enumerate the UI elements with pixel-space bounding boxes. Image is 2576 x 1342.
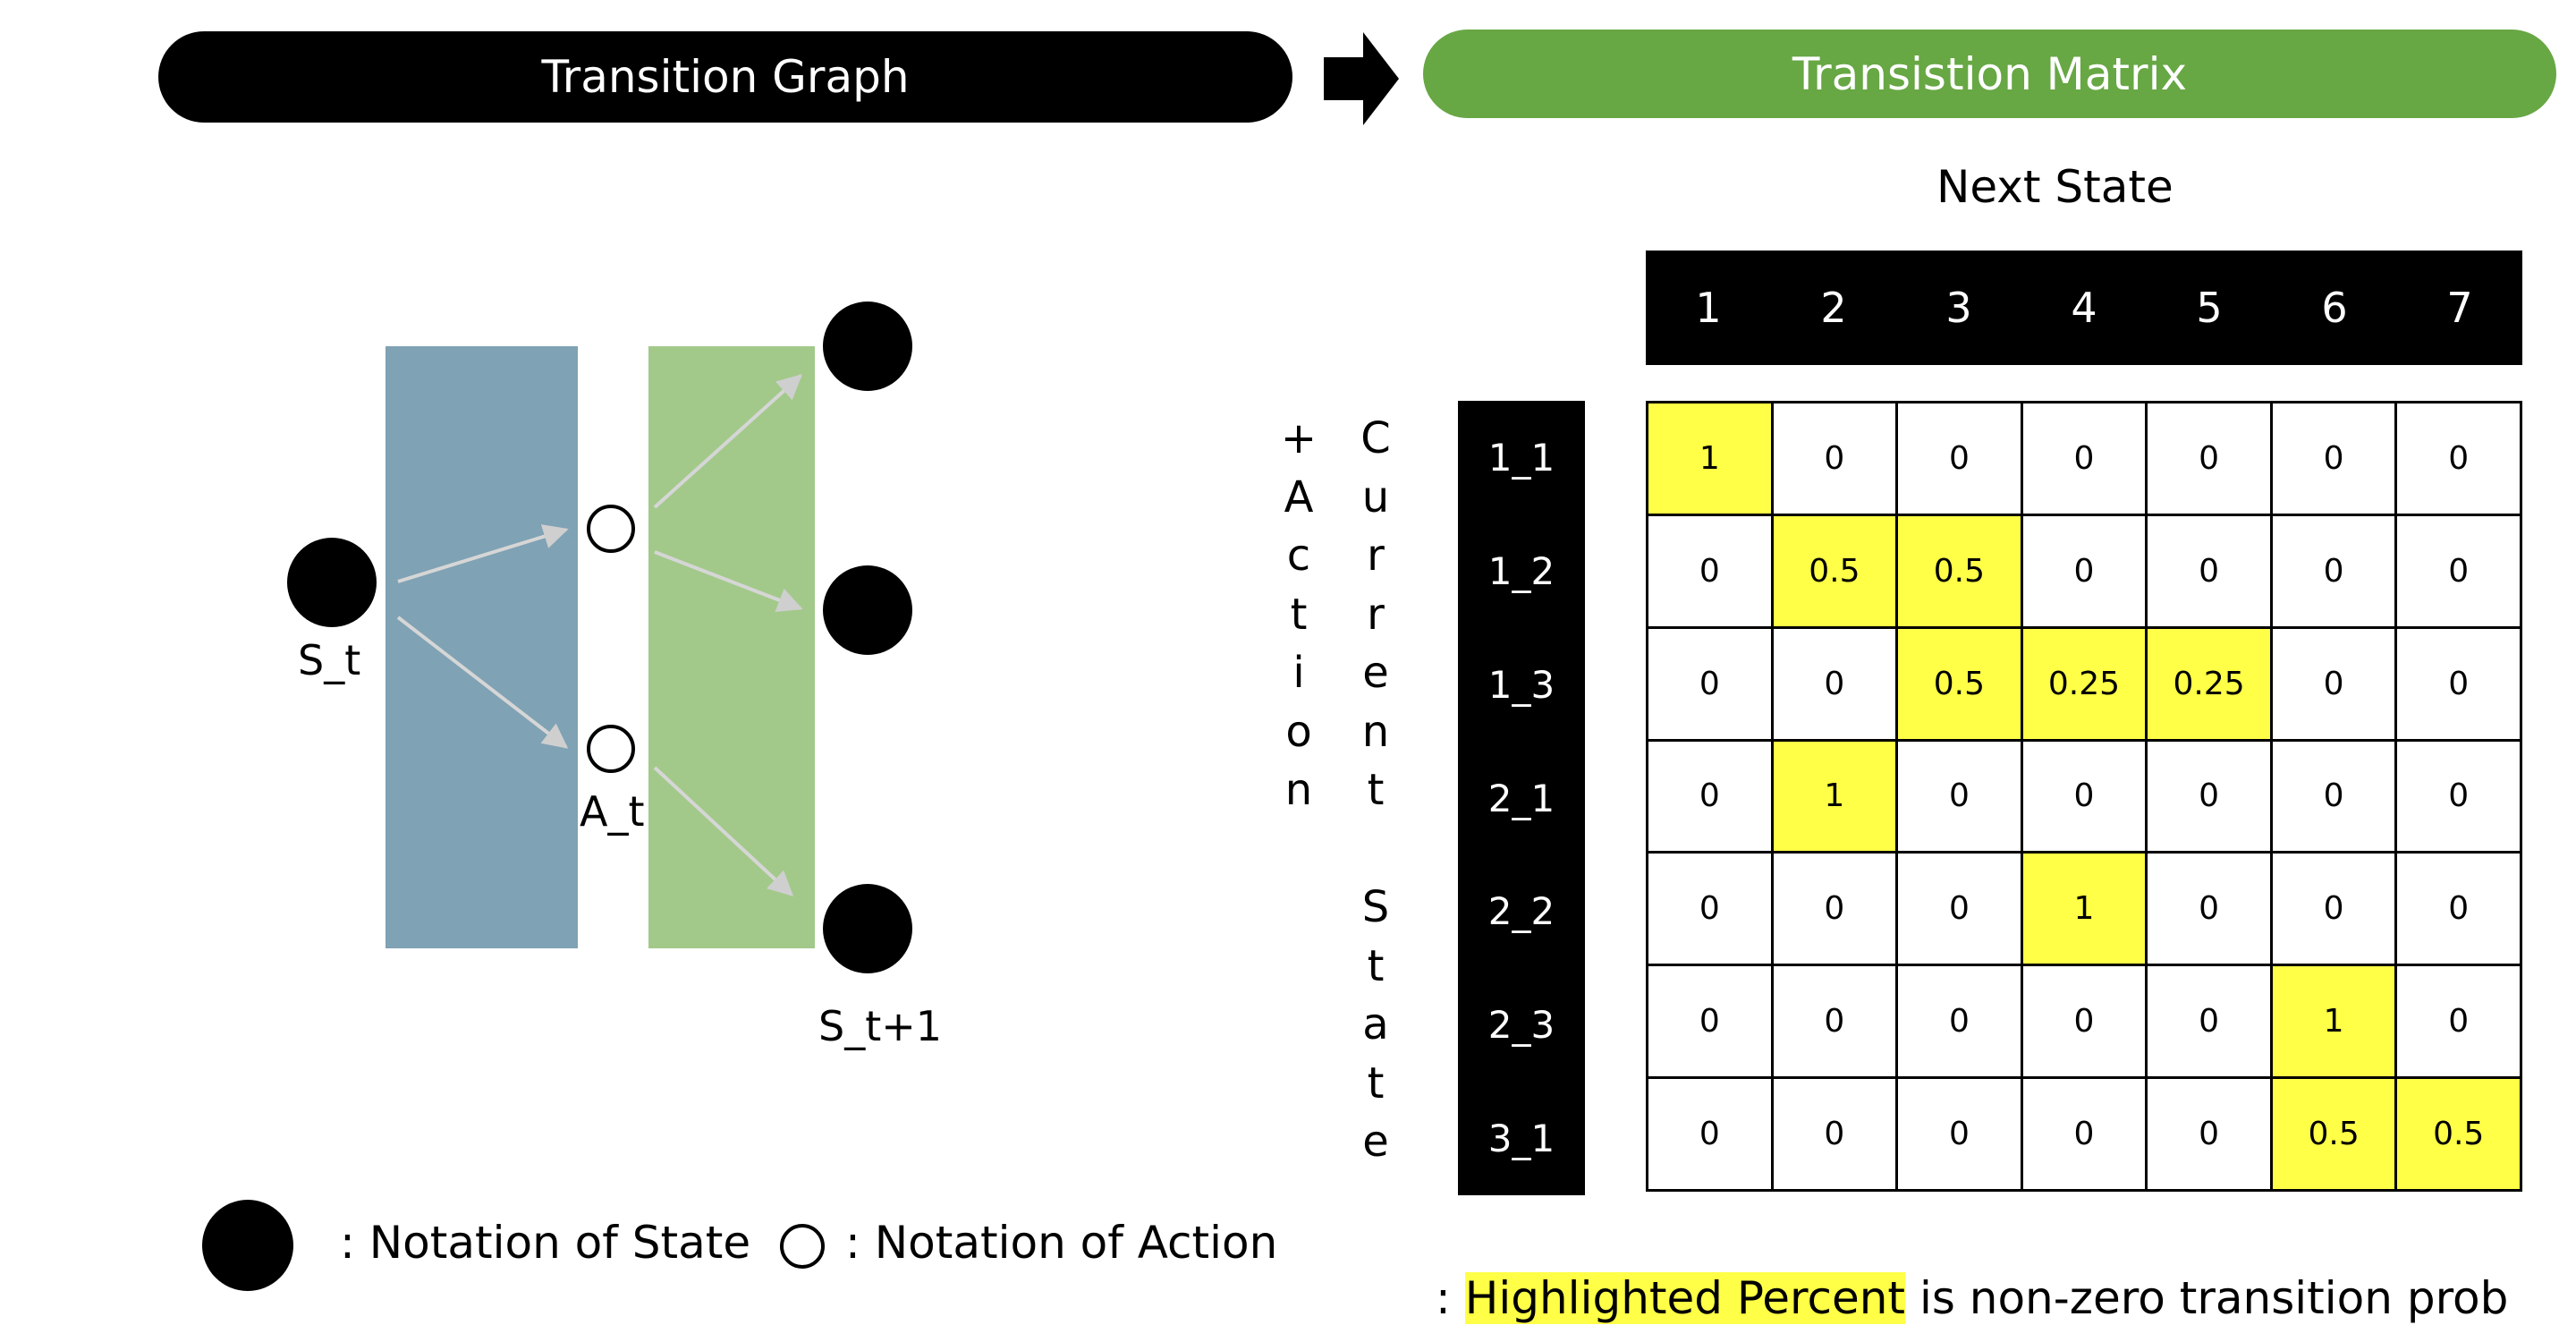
matrix-cell: 0 xyxy=(2022,1079,2148,1192)
matrix-cell: 0 xyxy=(1898,854,2023,967)
matrix-cell: 0 xyxy=(1898,966,2023,1080)
matrix-cell: 0 xyxy=(1773,966,1899,1080)
row-label: 3_1 xyxy=(1487,1117,1555,1161)
matrix-cell: 0 xyxy=(1648,966,1774,1080)
matrix-cell: 0 xyxy=(2022,515,2148,629)
matrix-cell: 0 xyxy=(2148,854,2273,967)
matrix-cell: 1 xyxy=(2272,966,2398,1080)
right-arrow-icon xyxy=(1324,32,1399,125)
next-state-node-2 xyxy=(823,565,912,655)
state-notation-icon xyxy=(202,1200,293,1291)
note-prefix: : xyxy=(1436,1272,1451,1324)
column-label: 3 xyxy=(1945,284,1972,332)
arrow-state-to-action-1 xyxy=(397,524,569,583)
matrix-cell: 0.5 xyxy=(1898,628,2023,742)
matrix-cell: 0 xyxy=(2022,741,2148,854)
action-notation-text: : Notation of Action xyxy=(845,1217,1278,1269)
row-label: 1_3 xyxy=(1487,662,1555,707)
row-label: 2_2 xyxy=(1487,889,1555,934)
matrix-cell: 0 xyxy=(1648,1079,1774,1192)
next-state-node-1 xyxy=(823,302,912,391)
row-label: 2_1 xyxy=(1487,776,1555,820)
state-label: S_t xyxy=(298,636,361,684)
row-label: 1_1 xyxy=(1487,435,1555,480)
matrix-cell: 0.5 xyxy=(2397,1079,2522,1192)
highlight-note: : Highlighted Percent is non-zero transi… xyxy=(1436,1272,2508,1324)
transition-matrix-title-text: Transistion Matrix xyxy=(1792,47,2188,100)
matrix-cell: 0 xyxy=(2397,854,2522,967)
matrix-cell: 0 xyxy=(2148,741,2273,854)
arrow-action2-to-next-3 xyxy=(653,766,794,896)
action-node-1 xyxy=(587,505,635,553)
arrow-action1-to-next-2 xyxy=(654,550,803,612)
matrix-cell: 0 xyxy=(2272,403,2398,516)
matrix-cell: 0 xyxy=(2272,854,2398,967)
matrix-cell: 0 xyxy=(1648,515,1774,629)
matrix-cell: 0 xyxy=(2148,1079,2273,1192)
matrix-cell: 0 xyxy=(2397,628,2522,742)
matrix-cell: 0 xyxy=(2397,966,2522,1080)
note-highlighted-text: Highlighted Percent xyxy=(1464,1272,1906,1324)
transition-graph-title: Transition Graph xyxy=(158,31,1292,123)
matrix-cell: 0 xyxy=(2272,628,2398,742)
outcome-panel xyxy=(648,346,815,948)
column-label: 7 xyxy=(2446,284,2473,332)
action-label: A_t xyxy=(580,787,645,836)
matrix-cell: 0.25 xyxy=(2022,628,2148,742)
column-label: 5 xyxy=(2196,284,2223,332)
matrix-cell: 0 xyxy=(1898,741,2023,854)
column-label: 2 xyxy=(1820,284,1847,332)
next-state-node-3 xyxy=(823,884,912,973)
matrix-cell: 0 xyxy=(1648,628,1774,742)
matrix-cell: 1 xyxy=(2022,854,2148,967)
action-node-2 xyxy=(587,725,635,773)
matrix-cell: 0.5 xyxy=(1773,515,1899,629)
matrix-cell: 0.25 xyxy=(2148,628,2273,742)
matrix-cell: 0.5 xyxy=(2272,1079,2398,1192)
matrix-cell: 0.5 xyxy=(1898,515,2023,629)
matrix-cell: 0 xyxy=(2272,741,2398,854)
arrow-action1-to-next-1 xyxy=(653,374,803,509)
action-panel xyxy=(386,346,578,948)
matrix-cell: 0 xyxy=(1898,1079,2023,1192)
matrix-cell: 0 xyxy=(1648,741,1774,854)
column-label: 1 xyxy=(1695,284,1722,332)
matrix-cell: 0 xyxy=(1773,1079,1899,1192)
matrix-cell: 1 xyxy=(1773,741,1899,854)
note-suffix: is non-zero transition prob xyxy=(1919,1272,2509,1324)
matrix-cell: 0 xyxy=(1648,854,1774,967)
matrix-cell: 0 xyxy=(2022,403,2148,516)
state-node xyxy=(287,538,377,627)
transition-matrix-title: Transistion Matrix xyxy=(1423,30,2556,118)
matrix-cell: 0 xyxy=(1773,854,1899,967)
matrix-cell: 0 xyxy=(2397,515,2522,629)
matrix-cell: 0 xyxy=(2148,515,2273,629)
transition-graph-title-text: Transition Graph xyxy=(541,51,910,103)
transition-graph-diagram xyxy=(287,302,912,973)
matrix-cell: 0 xyxy=(1773,628,1899,742)
matrix-cell: 0 xyxy=(2148,966,2273,1080)
row-label: 2_3 xyxy=(1487,1003,1555,1048)
column-label: 6 xyxy=(2321,284,2348,332)
matrix-cell: 0 xyxy=(1773,403,1899,516)
row-label: 1_2 xyxy=(1487,548,1555,593)
matrix-cell: 0 xyxy=(2148,403,2273,516)
next-state-label: S_t+1 xyxy=(818,1002,943,1050)
state-notation-text: : Notation of State xyxy=(340,1217,751,1269)
matrix-cell: 0 xyxy=(2397,741,2522,854)
matrix-cell: 0 xyxy=(2022,966,2148,1080)
matrix-cell: 1 xyxy=(1648,403,1774,516)
row-header: 1_1 1_2 1_3 2_1 2_2 2_3 3_1 xyxy=(1458,401,1585,1195)
action-notation-icon xyxy=(780,1224,825,1269)
arrow-state-to-action-2 xyxy=(396,616,569,749)
column-label: 4 xyxy=(2071,284,2097,332)
matrix-cell: 0 xyxy=(2397,403,2522,516)
matrix-cell: 0 xyxy=(1898,403,2023,516)
next-state-axis-title: Next State xyxy=(1936,161,2174,213)
column-header: 1 2 3 4 5 6 7 xyxy=(1646,251,2522,365)
matrix-cell: 0 xyxy=(2272,515,2398,629)
